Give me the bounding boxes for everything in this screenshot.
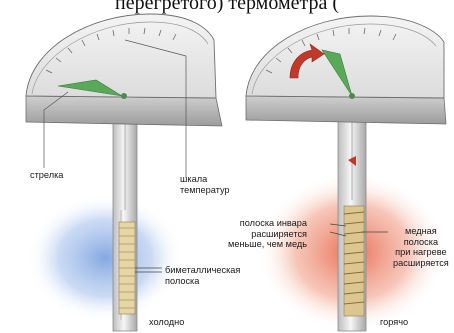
hot-dial-rim bbox=[246, 96, 446, 124]
label-invar: полоска инвара расширяется меньше, чем м… bbox=[228, 218, 307, 250]
label-hot: горячо bbox=[380, 317, 408, 328]
cold-glow bbox=[27, 194, 183, 322]
label-copper: медная полоска при нагреве расширяется bbox=[393, 226, 449, 268]
hot-bimetal-coil bbox=[344, 206, 364, 316]
label-bimetal-strip: биметаллическая полоска bbox=[165, 265, 240, 286]
cold-bimetal-coil bbox=[119, 222, 135, 314]
label-pointer: стрелка bbox=[30, 170, 63, 181]
label-scale: шкала температур bbox=[180, 174, 230, 195]
label-cold: холодно bbox=[149, 317, 184, 328]
cold-dial-rim bbox=[26, 96, 222, 126]
